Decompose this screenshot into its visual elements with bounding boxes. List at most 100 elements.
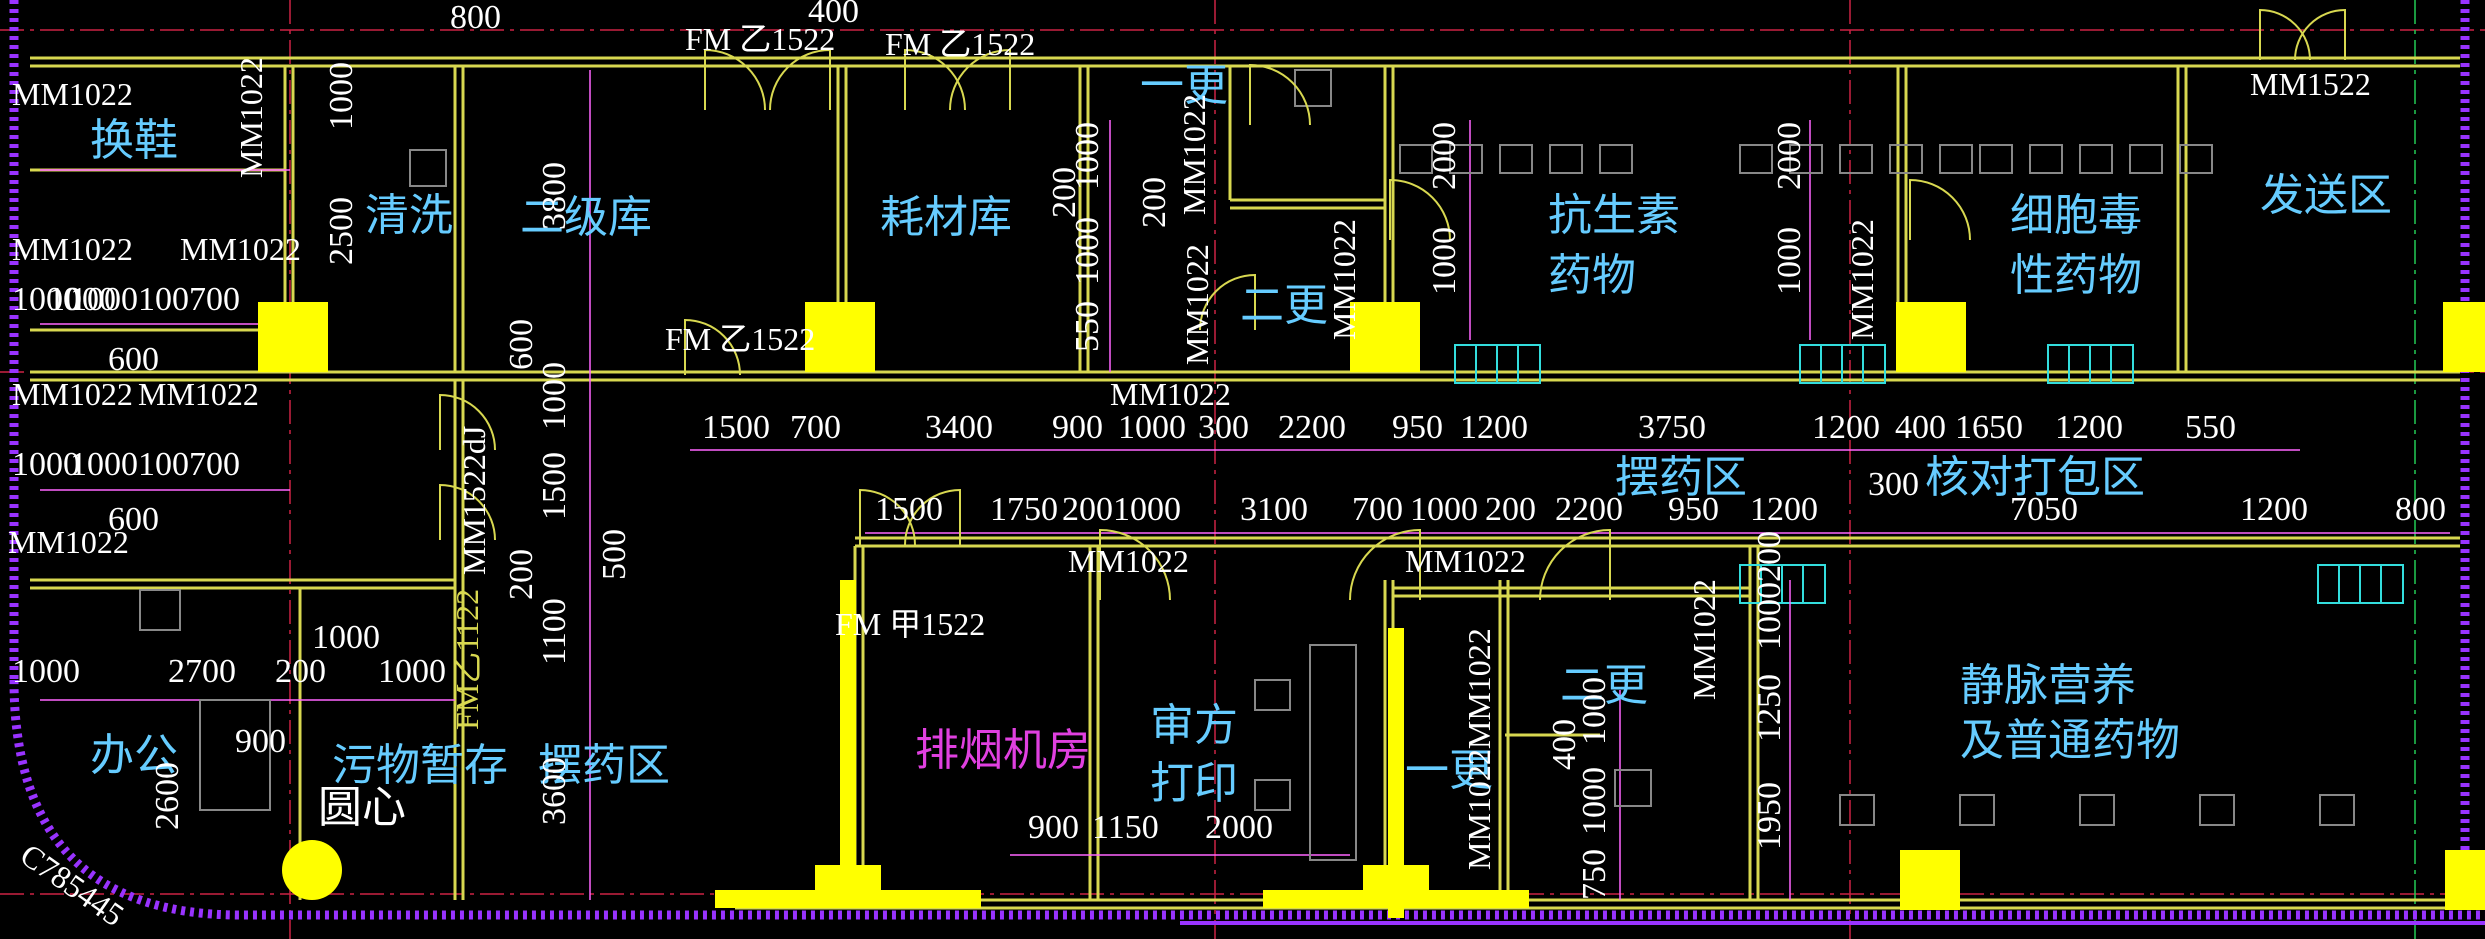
door-mm1022mm1022: MM1022MM1022 bbox=[1461, 628, 1497, 870]
room-paiyan: 排烟机房 bbox=[915, 725, 1091, 776]
door-mm1022-v6: MM1022 bbox=[1686, 579, 1722, 700]
dim-400-v: 400 bbox=[1546, 719, 1583, 770]
dim-3400: 3400 bbox=[925, 409, 993, 446]
dim-700-r2: 700 bbox=[1352, 491, 1403, 528]
column-cap bbox=[815, 865, 881, 890]
dim-2000-v2: 2000 bbox=[1771, 122, 1808, 190]
dim-200-r2: 200 bbox=[1485, 491, 1536, 528]
dim-3750: 3750 bbox=[1638, 409, 1706, 446]
room-xibaodu-2: 性药物 bbox=[2010, 250, 2142, 301]
dim-2700: 2700 bbox=[168, 653, 236, 690]
door-swing bbox=[949, 48, 1011, 111]
dim-1200-r3: 1200 bbox=[2055, 409, 2123, 446]
column bbox=[805, 302, 875, 372]
door-swings bbox=[439, 8, 2346, 601]
door-mm1022-1: MM1022 bbox=[12, 76, 133, 112]
door-swing bbox=[859, 488, 916, 546]
dim-200-v4: 200 bbox=[1136, 177, 1173, 228]
dim-3800: 3800 bbox=[536, 162, 573, 230]
column bbox=[2445, 850, 2485, 910]
dim-950-r2: 950 bbox=[1668, 491, 1719, 528]
desk bbox=[199, 699, 271, 811]
dim-2200-r2: 2200 bbox=[1555, 491, 1623, 528]
chair bbox=[1549, 144, 1583, 174]
dim-1200-r1: 1200 bbox=[1460, 409, 1528, 446]
dim-200-v: 200 bbox=[503, 549, 540, 600]
room-ergeng: 二更 bbox=[1240, 280, 1328, 331]
dim-1200-r4: 1200 bbox=[1750, 491, 1818, 528]
chair bbox=[2129, 144, 2163, 174]
door-swing bbox=[1199, 273, 1256, 331]
dim-1000-v5: 1000 bbox=[1426, 227, 1463, 295]
column-base bbox=[1263, 890, 1529, 908]
chair bbox=[1599, 144, 1633, 174]
dim-1000-r2: 1000 bbox=[1410, 491, 1478, 528]
dim-900-a: 900 bbox=[235, 723, 286, 760]
dim-1150-b: 1150 bbox=[1092, 809, 1159, 846]
room-kangshengsu-2: 药物 bbox=[1548, 250, 1636, 301]
dim-1000-r1: 1000 bbox=[1118, 409, 1186, 446]
dim-200-v3: 200 bbox=[1046, 167, 1083, 218]
room-hedui: 核对打包区 bbox=[1925, 452, 2145, 503]
door-mm1022-v3: MM1022 bbox=[1179, 244, 1215, 365]
dim-2200-r1: 2200 bbox=[1278, 409, 1346, 446]
door-swing bbox=[684, 318, 741, 376]
dim-1500-v: 1500 bbox=[536, 452, 573, 520]
dim-1750: 1750 bbox=[990, 491, 1058, 528]
room-baiyao-left: 摆药区 bbox=[538, 740, 670, 791]
dim-1000-v6: 1000 bbox=[1771, 227, 1808, 295]
dim-600-v: 600 bbox=[503, 319, 540, 370]
dim-550-v: 550 bbox=[1069, 301, 1106, 352]
dim-800-r1: 800 bbox=[2395, 491, 2446, 528]
column-stem bbox=[840, 580, 856, 870]
sink bbox=[409, 149, 447, 187]
door-swing bbox=[439, 483, 496, 541]
door-swing bbox=[1909, 178, 1971, 241]
room-bangong: 办公 bbox=[90, 730, 178, 781]
room-yigeng-top: 一更 bbox=[1140, 60, 1228, 111]
door-mm1022-5: MM1022 bbox=[138, 376, 259, 412]
door-swing bbox=[1539, 528, 1611, 601]
room-shenfang-2: 打印 bbox=[1150, 758, 1238, 809]
door-swing bbox=[439, 393, 496, 451]
dim-300-r1: 300 bbox=[1198, 409, 1249, 446]
dim-750-v: 750 bbox=[1576, 849, 1613, 900]
dim-2500: 2500 bbox=[323, 197, 360, 265]
dim-1000-v7: 1000 bbox=[1576, 677, 1613, 745]
room-jingmai-2: 及普通药物 bbox=[1960, 715, 2180, 766]
chair bbox=[1889, 144, 1923, 174]
door-swing bbox=[2259, 8, 2311, 61]
dim-3100: 3100 bbox=[1240, 491, 1308, 528]
dim-1200-r5: 1200 bbox=[2240, 491, 2308, 528]
dim-1100-v: 1100 bbox=[536, 598, 573, 665]
column bbox=[1350, 302, 1420, 372]
dim-700-r1: 700 bbox=[790, 409, 841, 446]
chair bbox=[2319, 794, 2355, 826]
chair bbox=[1839, 144, 1873, 174]
door-mm1022-v2: MM1022 bbox=[1176, 94, 1212, 215]
dim-2000-v1: 2000 bbox=[1426, 122, 1463, 190]
outer-boundary bbox=[9, 0, 2485, 925]
dim-600-b: 600 bbox=[108, 501, 159, 538]
dim-1200-r2: 1200 bbox=[1812, 409, 1880, 446]
dim-1000-v4: 1000 bbox=[1069, 217, 1106, 285]
door-fm-jia: FM 甲1522 bbox=[835, 606, 985, 642]
room-xibaodu-1: 细胞毒 bbox=[2010, 190, 2142, 241]
label-yuanxin: 圆心 bbox=[318, 782, 406, 833]
dim-1000-e: 1000 bbox=[378, 653, 446, 690]
column bbox=[1896, 302, 1966, 372]
door-mm1022-8: MM1022 bbox=[1068, 543, 1189, 579]
dimension-lines bbox=[40, 70, 2450, 900]
door-swing bbox=[904, 488, 961, 546]
door-fm-vert: FM乙1122 bbox=[449, 589, 485, 730]
dim-1000-lt1: 1000 bbox=[48, 281, 116, 318]
dim-1000-c: 1000 bbox=[12, 653, 80, 690]
dim-1000-d: 1000 bbox=[312, 619, 380, 656]
column-cap bbox=[1363, 865, 1429, 890]
dim-1000-a: 1000 bbox=[12, 281, 80, 318]
dimension-text: 800 400 1000 1000100700 600 1000 1000100… bbox=[12, 0, 2446, 900]
dim-1000-b: 1000 bbox=[12, 446, 80, 483]
room-labels: 换鞋 清洗 二级库 耗材库 一更 二更 抗生素 药物 细胞毒 性药物 发送区 摆… bbox=[90, 60, 2392, 809]
